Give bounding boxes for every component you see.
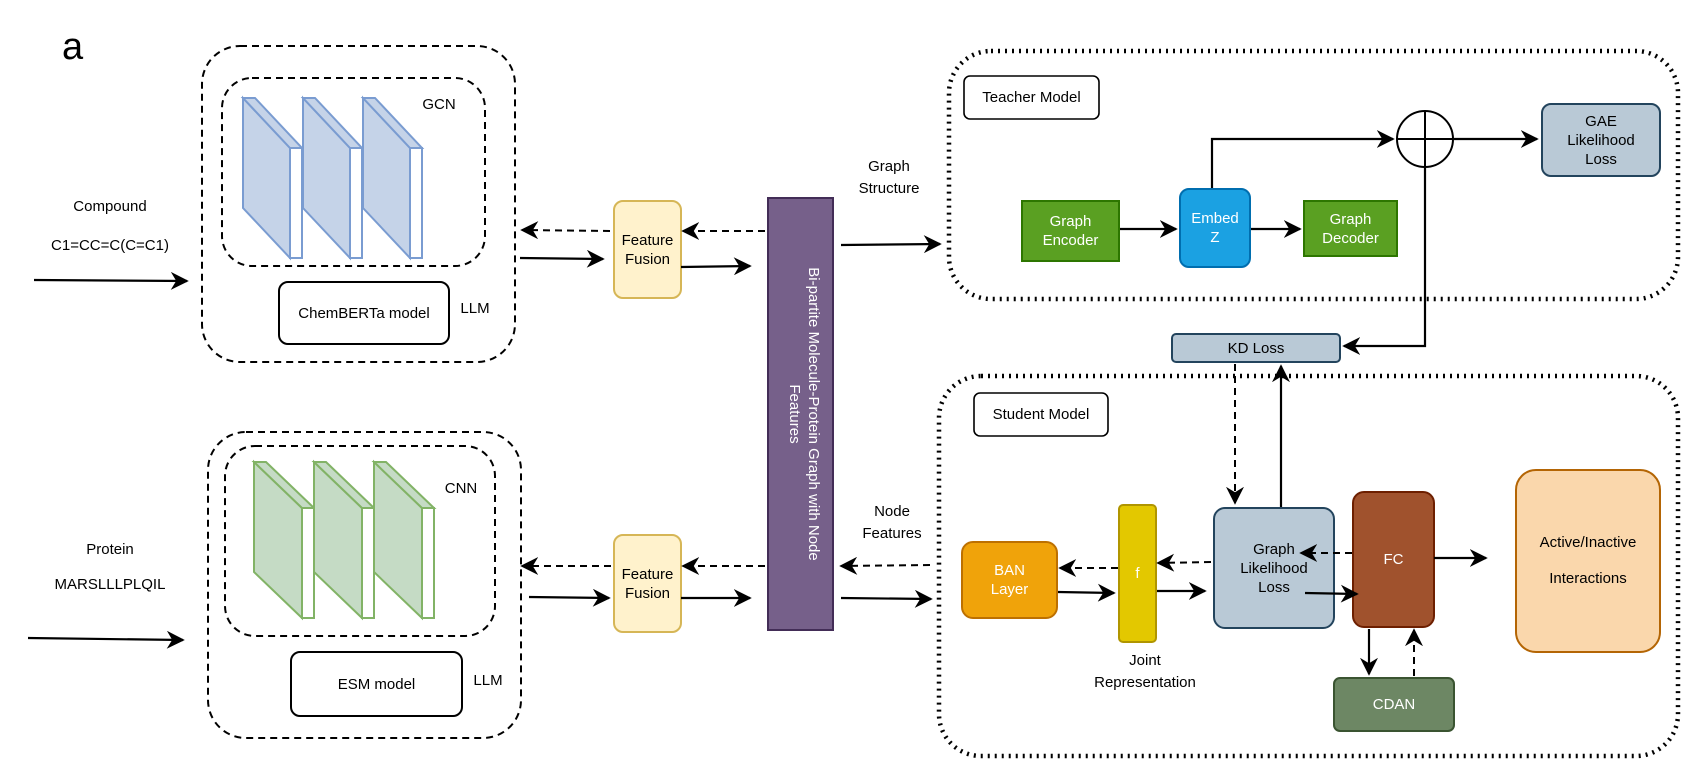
graph-structure-arrow bbox=[840, 235, 942, 254]
f-node-box bbox=[1118, 504, 1157, 643]
likelihood-to-fc-arrow bbox=[1304, 584, 1359, 603]
gcn-layers bbox=[240, 95, 425, 261]
fusion-to-graph-arrow bbox=[680, 257, 752, 276]
cnn-layer-3 bbox=[371, 459, 437, 621]
gcn-container bbox=[221, 77, 486, 267]
graph-structure-label: Graph Structure bbox=[858, 158, 920, 197]
gcn-to-fusion-arrow bbox=[519, 249, 605, 268]
embed-z-label: Embed Z bbox=[1191, 210, 1239, 246]
teacher-title-box bbox=[963, 75, 1100, 120]
chemberta-label: ChemBERTa model bbox=[298, 304, 430, 322]
graph-decoder-box bbox=[1303, 200, 1398, 257]
compound-outer-container bbox=[201, 45, 516, 363]
compound-fusion-label: Feature Fusion bbox=[621, 231, 674, 268]
teacher-container bbox=[946, 48, 1681, 302]
cnn-layers bbox=[251, 459, 437, 621]
compound-input-arrow bbox=[33, 271, 189, 290]
protein-llm-label: LLM bbox=[473, 672, 503, 689]
student-title-box bbox=[973, 392, 1109, 437]
feature-fusion-compound bbox=[613, 200, 682, 299]
compound-smiles: C1=CC=C(C=C1) bbox=[51, 237, 169, 254]
protein-sequence: MARSLLLPLQIL bbox=[54, 576, 166, 593]
gae-loss-box bbox=[1541, 103, 1661, 177]
kd-loss-label: KD Loss bbox=[1227, 339, 1285, 357]
protein-input-arrow bbox=[27, 630, 185, 649]
output-box bbox=[1515, 469, 1661, 653]
bipartite-graph-label: Bi-partite Molecule-Protein Graph with N… bbox=[786, 267, 822, 561]
graph-encoder-box bbox=[1021, 200, 1120, 262]
protein-title: Protein bbox=[86, 541, 134, 558]
kd-loss-box bbox=[1171, 333, 1341, 363]
cnn-container bbox=[224, 445, 496, 637]
student-title: Student Model bbox=[992, 406, 1090, 423]
likelihood-to-f-dashed-arrow bbox=[1156, 553, 1212, 572]
graph-decoder-label: Graph Decoder bbox=[1322, 210, 1379, 247]
student-to-graph-dashed-arrow bbox=[839, 556, 931, 575]
compound-llm-label: LLM bbox=[460, 300, 490, 317]
graph-likelihood-loss-label: Graph Likelihood Loss bbox=[1240, 540, 1308, 596]
embed-z-box bbox=[1179, 188, 1251, 268]
node-features-label: Node Features bbox=[862, 503, 922, 542]
gae-loss-label: GAE Likelihood Loss bbox=[1567, 112, 1635, 168]
cdan-label: CDAN bbox=[1372, 696, 1416, 713]
cnn-layer-2 bbox=[311, 459, 377, 621]
ban-to-f-arrow bbox=[1057, 583, 1116, 602]
joint-representation-label: Joint Representation bbox=[1094, 652, 1196, 691]
gcn-layer-2 bbox=[300, 95, 365, 261]
fusion-to-gcn-dashed-arrow bbox=[520, 221, 611, 240]
esm-label: ESM model bbox=[337, 675, 416, 693]
protein-outer-container bbox=[207, 431, 522, 739]
embed-to-aggregate-arrow bbox=[1210, 130, 1395, 188]
cnn-to-fusion-arrow bbox=[528, 588, 611, 607]
panel-label: a bbox=[62, 26, 84, 68]
esm-box bbox=[290, 651, 463, 717]
graph-likelihood-loss-box bbox=[1213, 507, 1335, 629]
graph-encoder-label: Graph Encoder bbox=[1042, 213, 1099, 249]
protein-fusion-label: Feature Fusion bbox=[621, 565, 674, 602]
ban-layer-box bbox=[961, 541, 1058, 619]
graph-to-student-arrow bbox=[840, 589, 933, 608]
teacher-title: Teacher Model bbox=[982, 89, 1081, 106]
bipartite-graph-bar bbox=[767, 197, 834, 631]
student-container bbox=[936, 373, 1681, 759]
output-label: Active/Inactive Interactions bbox=[1539, 534, 1637, 587]
aggregate-to-kd-arrow bbox=[1342, 168, 1427, 355]
cnn-label: CNN bbox=[444, 480, 478, 497]
chemberta-box bbox=[278, 281, 450, 345]
compound-title: Compound bbox=[73, 198, 147, 215]
cnn-layer-1 bbox=[251, 459, 317, 621]
f-label: f bbox=[1135, 565, 1140, 582]
gcn-label: GCN bbox=[422, 96, 456, 113]
fc-box bbox=[1352, 491, 1435, 628]
cdan-box bbox=[1333, 677, 1455, 732]
ban-layer-label: BAN Layer bbox=[990, 562, 1029, 598]
fc-label: FC bbox=[1383, 551, 1404, 568]
feature-fusion-protein bbox=[613, 534, 682, 633]
gcn-layer-1 bbox=[240, 95, 305, 261]
gcn-layer-3 bbox=[360, 95, 425, 261]
